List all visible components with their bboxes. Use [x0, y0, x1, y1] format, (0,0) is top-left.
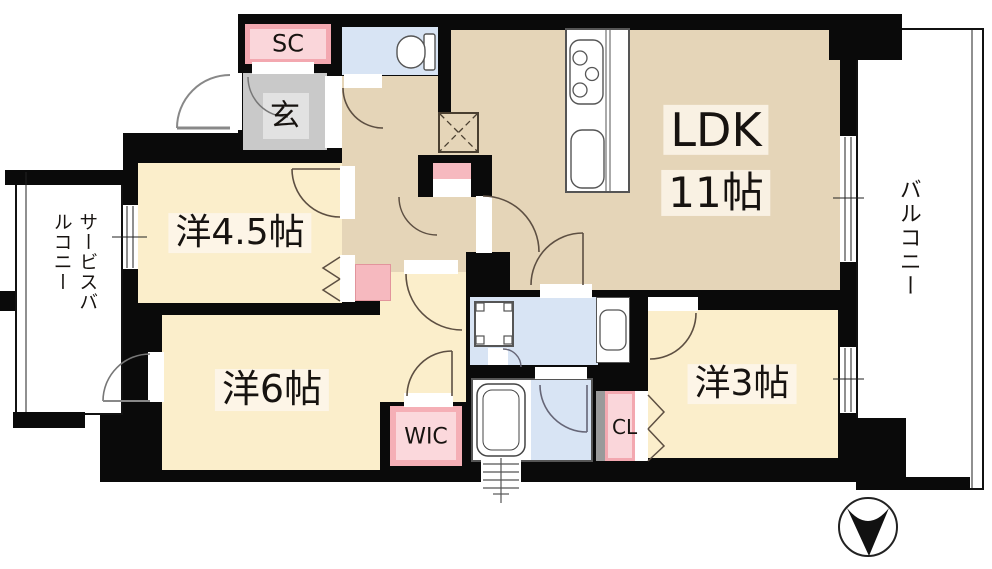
closet-western-4-5	[355, 264, 391, 301]
shoe-closet-label: SC	[272, 29, 304, 58]
balcony-label: バルコニー	[895, 178, 921, 298]
wic-door-opening	[404, 393, 453, 407]
walk-in-closet-box	[390, 406, 462, 466]
washing-machine-pad	[474, 301, 514, 347]
bathroom-entry-floor	[531, 380, 591, 460]
ldk-door-opening	[476, 196, 492, 253]
cl-label: CL	[612, 415, 638, 439]
wall-kitchen-corridor	[438, 14, 451, 112]
washroom-door-opening	[540, 284, 592, 298]
ldk-size-label: 11帖	[661, 169, 771, 217]
room-western-6-ext	[380, 272, 466, 402]
corridor-storage	[433, 163, 471, 179]
balcony-bottom-wall	[856, 477, 970, 490]
service-balcony-top-wall	[5, 170, 128, 185]
balcony-corner-wall	[856, 418, 906, 478]
service-balcony-door-opening	[148, 352, 164, 402]
service-balcony-nub	[0, 291, 15, 311]
bath-door-opening	[535, 367, 587, 379]
balcony-top-wall	[829, 14, 902, 60]
western-6-label: 洋6帖	[214, 369, 330, 411]
room-ldk	[451, 30, 840, 290]
service-balcony-bottom-wall	[13, 412, 85, 428]
western-3-door-opening	[648, 297, 698, 311]
vanity-unit	[596, 297, 630, 363]
duct-box	[438, 112, 479, 153]
western-4-5-closet-opening	[340, 255, 355, 302]
shoe-closet-box	[245, 24, 331, 64]
bath-window	[481, 458, 521, 494]
kitchen-counter	[565, 28, 630, 193]
entrance-door-opening	[228, 73, 242, 130]
ldk-label: LDK	[663, 104, 769, 156]
closet-cl-door-strip	[635, 391, 648, 461]
toilet-door-opening	[344, 74, 382, 88]
entrance-label: 玄	[270, 98, 300, 134]
window-ldk-balcony	[840, 136, 856, 262]
balcony	[856, 28, 984, 490]
shoe-closet-opening	[252, 62, 314, 74]
outside-top-left	[0, 0, 238, 133]
window-western-4-5	[123, 205, 138, 269]
wall-ldk-door-block	[466, 252, 510, 297]
western-6-door-opening	[404, 260, 458, 274]
closet-cl-box	[605, 391, 635, 461]
wic-label: WIC	[404, 424, 448, 450]
genkan-step	[325, 76, 342, 148]
window-western-3	[840, 347, 856, 413]
storage-door-opening	[433, 179, 471, 197]
room-toilet	[342, 27, 440, 75]
washroom-side-opening	[488, 348, 508, 365]
western-4-5-door-opening	[340, 166, 355, 219]
closet-cl-side	[596, 391, 605, 461]
western-3-label: 洋3帖	[687, 364, 797, 404]
compass-icon	[838, 497, 898, 557]
western-4-5-label: 洋4.5帖	[168, 213, 312, 253]
outside-bottom-left	[0, 413, 100, 569]
service-balcony-label: サービスバルコニー	[50, 212, 99, 312]
